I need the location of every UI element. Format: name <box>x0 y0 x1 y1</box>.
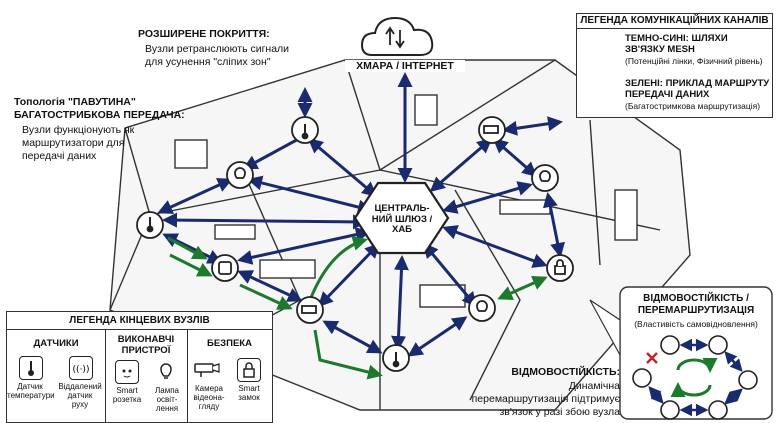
coverage-line-2: для усунення "сліпих зон" <box>145 56 271 68</box>
node-thermostat-top <box>291 116 319 144</box>
node-thermostat-bottom <box>382 344 410 372</box>
topology-line-2: маршрутизатори для <box>22 137 125 149</box>
comm-legend-blue-note: (Потенційні лінки, Фізичний рівень) <box>625 56 763 66</box>
node-lock-right <box>546 254 574 282</box>
node-camera-top <box>478 116 506 144</box>
end-legend-title: ЛЕГЕНДА КІНЦЕВИХ ВУЗЛІВ <box>7 312 272 330</box>
coverage-line-1: Вузли ретранслюють сигнали <box>145 43 290 55</box>
central-hub <box>353 181 450 255</box>
data-route <box>167 236 548 380</box>
cloud-icon <box>360 16 434 56</box>
resilience-box-title-1: ВІДМОВОСТІЙКІСТЬ / <box>643 293 749 304</box>
topology-line-3: передачі даних <box>22 150 97 162</box>
smart-plug-icon <box>115 360 139 384</box>
motion-sensor-icon: ((·)) <box>69 356 93 380</box>
resilience-line-2: перемаршрутизація підтримує <box>471 393 620 405</box>
comm-legend-title: ЛЕГЕНДА КОМУНІКАЦІЙНИХ КАНАЛІВ <box>577 14 772 29</box>
node-smart-plug <box>211 254 239 282</box>
hub-label-3: ХАБ <box>391 224 413 235</box>
comm-legend: ЛЕГЕНДА КОМУНІКАЦІЙНИХ КАНАЛІВ ТЕМНО-СИН… <box>576 13 773 118</box>
node-camera-left <box>296 296 324 324</box>
resilience-line-1: Динамічна <box>568 380 620 392</box>
lamp-icon <box>155 360 177 382</box>
resilience-line-3: зв'язок у разі збою вузла <box>499 406 620 418</box>
hub-label-1: ЦЕНТРАЛЬ- <box>374 203 430 214</box>
comm-legend-blue-title-1: ТЕМНО-СИНІ: ШЛЯХИ <box>625 33 728 44</box>
topology-title-2: БАГАТОСТРИБКОВА ПЕРЕДАЧА: <box>14 109 185 121</box>
hub-label-2: НИЙ ШЛЮЗ / <box>371 213 433 225</box>
security-title: БЕЗПЕКА <box>207 338 252 349</box>
resilience-box-subtitle: (Властивість самовідновлення) <box>634 319 758 329</box>
cloud-label: ХМАРА / ІНТЕРНЕТ <box>345 60 465 72</box>
node-bulb-bottom <box>468 294 496 322</box>
node-thermometer-left <box>136 211 164 239</box>
comm-legend-green-title-1: ЗЕЛЕНІ: ПРИКЛАД МАРШРУТУ <box>625 78 770 89</box>
comm-legend-green-note: (Багатостримкова маршрутизація) <box>625 101 761 111</box>
node-bulb-right <box>531 164 559 192</box>
device-nodes <box>136 116 574 372</box>
mesh-links <box>157 72 566 357</box>
svg-text:((·)): ((·)) <box>73 365 90 375</box>
topology-title-1: Топологія "ПАВУТИНА" <box>14 96 136 108</box>
coverage-title: РОЗШИРЕНЕ ПОКРИТТЯ: <box>138 28 270 40</box>
topology-line-1: Вузли функціонують як <box>22 124 135 136</box>
comm-legend-blue-title-2: ЗВ'ЯЗКУ MESH <box>625 44 695 55</box>
comm-legend-green-title-2: ПЕРЕДАЧІ ДАНИХ <box>625 89 710 100</box>
resilience-title: ВІДМОВОСТІЙКІСТЬ: <box>511 366 620 378</box>
camera-icon <box>193 358 221 380</box>
node-bulb-left <box>226 161 254 189</box>
link-failure-mark <box>646 352 658 364</box>
hub-label: ЦЕНТРАЛЬ- НИЙ ШЛЮЗ / ХАБ <box>362 203 442 236</box>
resilience-box-title-2: ПЕРЕМАРШРУТИЗАЦІЯ <box>637 305 755 316</box>
sensors-title: ДАТЧИКИ <box>33 338 79 349</box>
lock-icon <box>237 358 261 382</box>
resilience-inset <box>589 286 773 420</box>
thermometer-icon <box>19 356 43 380</box>
